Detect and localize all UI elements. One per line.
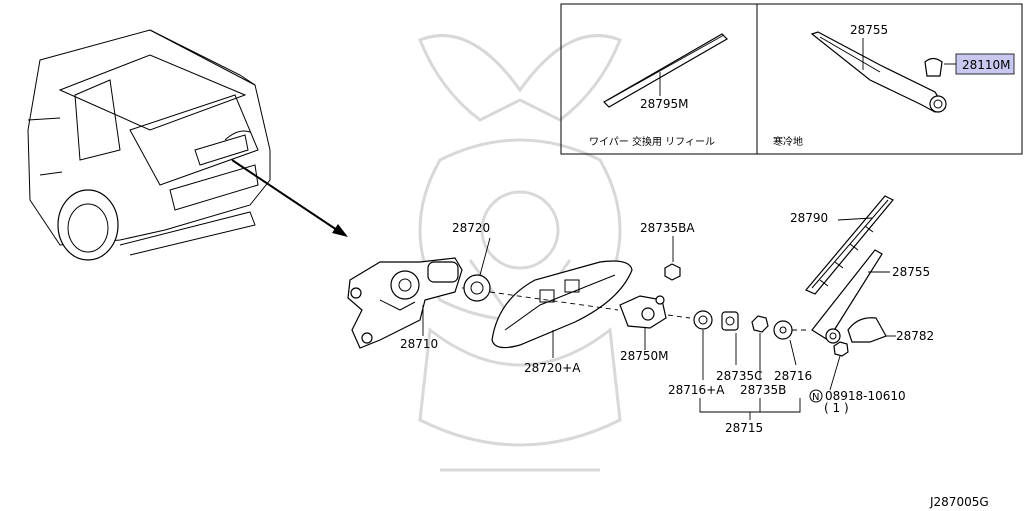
callout-28735c: 28735C	[716, 369, 763, 383]
callout-28710: 28710	[400, 337, 438, 351]
highlight-box	[955, 53, 1015, 75]
washer-28735b	[751, 315, 769, 333]
callout-28735ba: 28735BA	[640, 221, 695, 235]
callout-08918-10610: 08918-10610	[825, 389, 906, 403]
bushing-28735c	[721, 311, 739, 331]
inset-caption-refill: ワイパー 交換用 リフィール	[589, 135, 715, 148]
wiper-refill-inset	[603, 33, 728, 108]
callout-28750m: 28750M	[620, 349, 669, 363]
wiper-blade	[805, 195, 894, 295]
callout-28720a: 28720+A	[524, 361, 581, 375]
nut-28716	[773, 320, 793, 340]
callout-nut-qty: ( 1 )	[824, 401, 849, 415]
callout-28795m: 28795M	[640, 97, 689, 111]
callout-28110m[interactable]: 28110M	[962, 58, 1011, 72]
callout-28755-inset: 28755	[850, 23, 888, 37]
assembly-line	[489, 291, 619, 311]
inset-panels	[560, 3, 1023, 155]
nut-28735ba	[664, 236, 681, 281]
callout-28790: 28790	[790, 211, 828, 225]
cap	[847, 317, 896, 343]
callout-28782: 28782	[896, 329, 934, 343]
callout-28755: 28755	[892, 265, 930, 279]
nut-08918	[809, 341, 849, 403]
cold-region-arm-inset	[810, 31, 956, 113]
callout-28735b: 28735B	[740, 383, 786, 397]
washer-28716a	[693, 310, 713, 330]
pointer-arrow	[231, 159, 348, 237]
callout-28720: 28720	[452, 221, 490, 235]
watermark-emblem	[418, 34, 622, 472]
pivot-bracket	[619, 295, 667, 350]
inset-caption-cold-region: 寒冷地	[773, 135, 803, 148]
group-bracket	[699, 398, 801, 420]
wiper-arm	[811, 249, 890, 344]
vehicle-rear-outline	[27, 29, 271, 261]
callout-28716a: 28716+A	[668, 383, 725, 397]
callout-28715: 28715	[725, 421, 763, 435]
motor-cover	[491, 260, 633, 358]
callout-28716: 28716	[774, 369, 812, 383]
wiper-motor	[347, 257, 463, 349]
leader-lines	[702, 330, 797, 380]
callout-nut-prefix: N	[812, 392, 819, 403]
diagram-id: J287005G	[929, 495, 989, 509]
assembly-line	[667, 314, 691, 319]
